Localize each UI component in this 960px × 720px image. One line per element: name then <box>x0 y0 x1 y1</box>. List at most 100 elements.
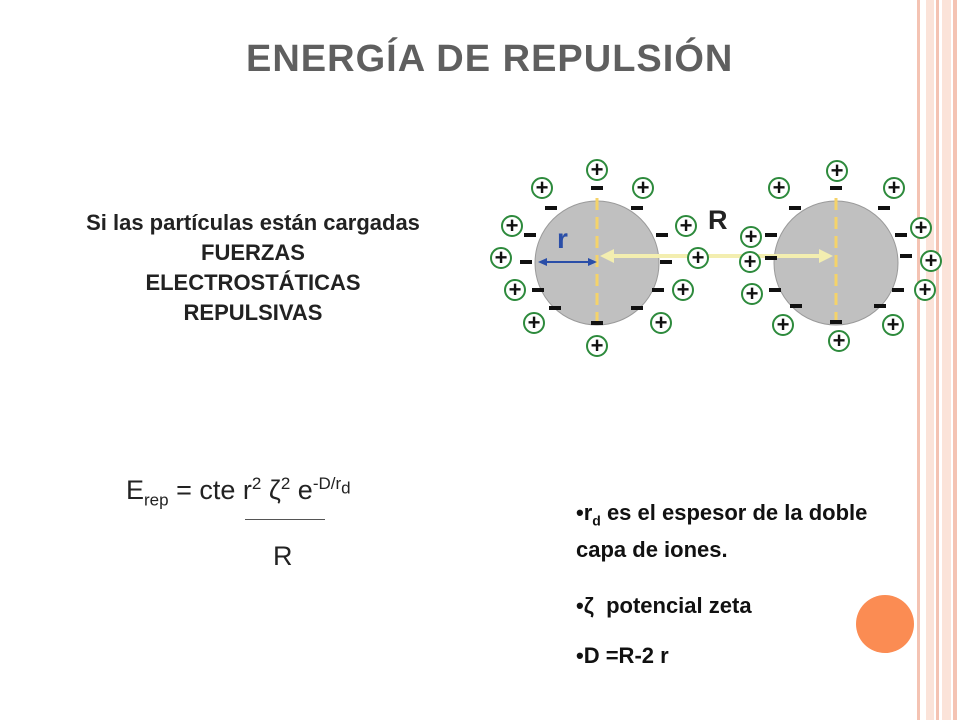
plus-charge-ring <box>741 283 763 305</box>
plus-charge: + <box>655 310 668 335</box>
minus-charge <box>591 186 603 190</box>
plus-charge-ring <box>740 226 762 248</box>
bullet-rd-sub: d <box>592 512 601 529</box>
minus-charge <box>591 321 603 325</box>
formula-exponent: -D/r <box>312 474 342 493</box>
plus-charge-ring <box>531 177 553 199</box>
formula-square-2: 2 <box>280 474 291 493</box>
plus-charge: + <box>915 215 928 240</box>
plus-charge: + <box>745 224 758 249</box>
intro-line: Si las partículas están cargadas <box>86 210 420 235</box>
plus-charge: + <box>495 245 508 270</box>
plus-charge-ring <box>882 314 904 336</box>
arrowhead-right <box>819 249 833 263</box>
decorative-stripe <box>917 0 920 720</box>
plus-charge: + <box>536 175 549 200</box>
formula-denominator: R <box>273 541 293 571</box>
bullet-D: •D =R-2 r <box>576 643 669 669</box>
bullet-D-text: D =R-2 r <box>583 643 669 669</box>
minus-charge <box>830 320 842 324</box>
plus-charge-ring <box>586 335 608 357</box>
intro-line: REPULSIVAS <box>183 300 323 325</box>
bullet-rd: •rd es el espesor de la doble capa de io… <box>576 500 868 563</box>
decorative-stripe <box>942 0 951 720</box>
bullet-zeta: •ζ potencial zeta <box>576 593 752 619</box>
minus-charge <box>769 288 781 292</box>
plus-charge: + <box>506 213 519 238</box>
plus-charge: + <box>528 310 541 335</box>
plus-charge: + <box>746 281 759 306</box>
decorative-stripe <box>926 0 934 720</box>
plus-charge: + <box>591 157 604 182</box>
plus-charge-ring <box>650 312 672 334</box>
plus-charge-ring <box>523 312 545 334</box>
plus-charge-ring <box>586 159 608 181</box>
plus-charge-ring <box>632 177 654 199</box>
bullet-zeta-symbol: ζ <box>583 593 594 619</box>
plus-charge-ring <box>501 215 523 237</box>
minus-charge <box>878 206 890 210</box>
label-R: R <box>708 205 728 235</box>
label-r: r <box>557 223 568 254</box>
minus-charge <box>789 206 801 210</box>
plus-charge-ring <box>883 177 905 199</box>
minus-charge <box>652 288 664 292</box>
bullet-zeta-text: potencial zeta <box>593 593 752 619</box>
minus-charge <box>549 306 561 310</box>
formula-numerator: Erep = cte r2 ζ2 e-D/rd <box>126 474 351 510</box>
plus-charge-ring <box>739 251 761 273</box>
minus-charge <box>765 256 777 260</box>
decorative-stripe <box>953 0 957 720</box>
intro-text: Si las partículas están cargadas FUERZAS… <box>78 208 428 328</box>
radius-arrowhead-left <box>538 258 547 266</box>
plus-charge-ring <box>490 247 512 269</box>
plus-charge-ring <box>768 177 790 199</box>
plus-charge: + <box>833 328 846 353</box>
plus-charge: + <box>509 277 522 302</box>
plus-charge-ring <box>504 279 526 301</box>
fraction-bar <box>245 519 325 520</box>
page-title: ENERGÍA DE REPULSIÓN <box>246 38 734 80</box>
formula-zeta: ζ <box>268 475 281 505</box>
minus-charge <box>524 233 536 237</box>
minus-charge <box>631 306 643 310</box>
decorative-orange-circle <box>856 595 914 653</box>
formula-e: e <box>297 475 313 505</box>
plus-charge-ring <box>687 247 709 269</box>
plus-charge: + <box>888 175 901 200</box>
plus-charge: + <box>637 175 650 200</box>
plus-charge-ring <box>675 215 697 237</box>
radius-arrowhead-right <box>588 258 597 266</box>
minus-charge <box>520 260 532 264</box>
minus-charge <box>790 304 802 308</box>
plus-charge: + <box>773 175 786 200</box>
minus-charge <box>892 288 904 292</box>
minus-charge <box>900 254 912 258</box>
plus-charge-ring <box>772 314 794 336</box>
minus-charge <box>765 233 777 237</box>
plus-charge-ring <box>910 217 932 239</box>
plus-charge-ring <box>920 250 942 272</box>
particle-right <box>773 198 899 328</box>
minus-charge <box>631 206 643 210</box>
definitions-list: •rd es el espesor de la doble capa de io… <box>576 498 916 669</box>
plus-charge: + <box>777 312 790 337</box>
plus-charge-ring <box>672 279 694 301</box>
plus-charge: + <box>744 249 757 274</box>
formula-E: E <box>126 475 145 505</box>
plus-charge: + <box>692 245 705 270</box>
plus-charge: + <box>919 277 932 302</box>
minus-charge <box>830 186 842 190</box>
plus-charge: + <box>925 248 938 273</box>
radius-arrow-r <box>538 258 597 266</box>
plus-charge: + <box>680 213 693 238</box>
distance-arrow-R <box>600 249 833 263</box>
bullet-rd-text: es el espesor de la doble capa de iones. <box>576 500 868 563</box>
minus-charge <box>656 233 668 237</box>
minus-charge <box>874 304 886 308</box>
decorative-stripe <box>936 0 939 720</box>
plus-charge-ring <box>914 279 936 301</box>
formula-equals: = <box>176 475 192 505</box>
plus-charge: + <box>831 158 844 183</box>
